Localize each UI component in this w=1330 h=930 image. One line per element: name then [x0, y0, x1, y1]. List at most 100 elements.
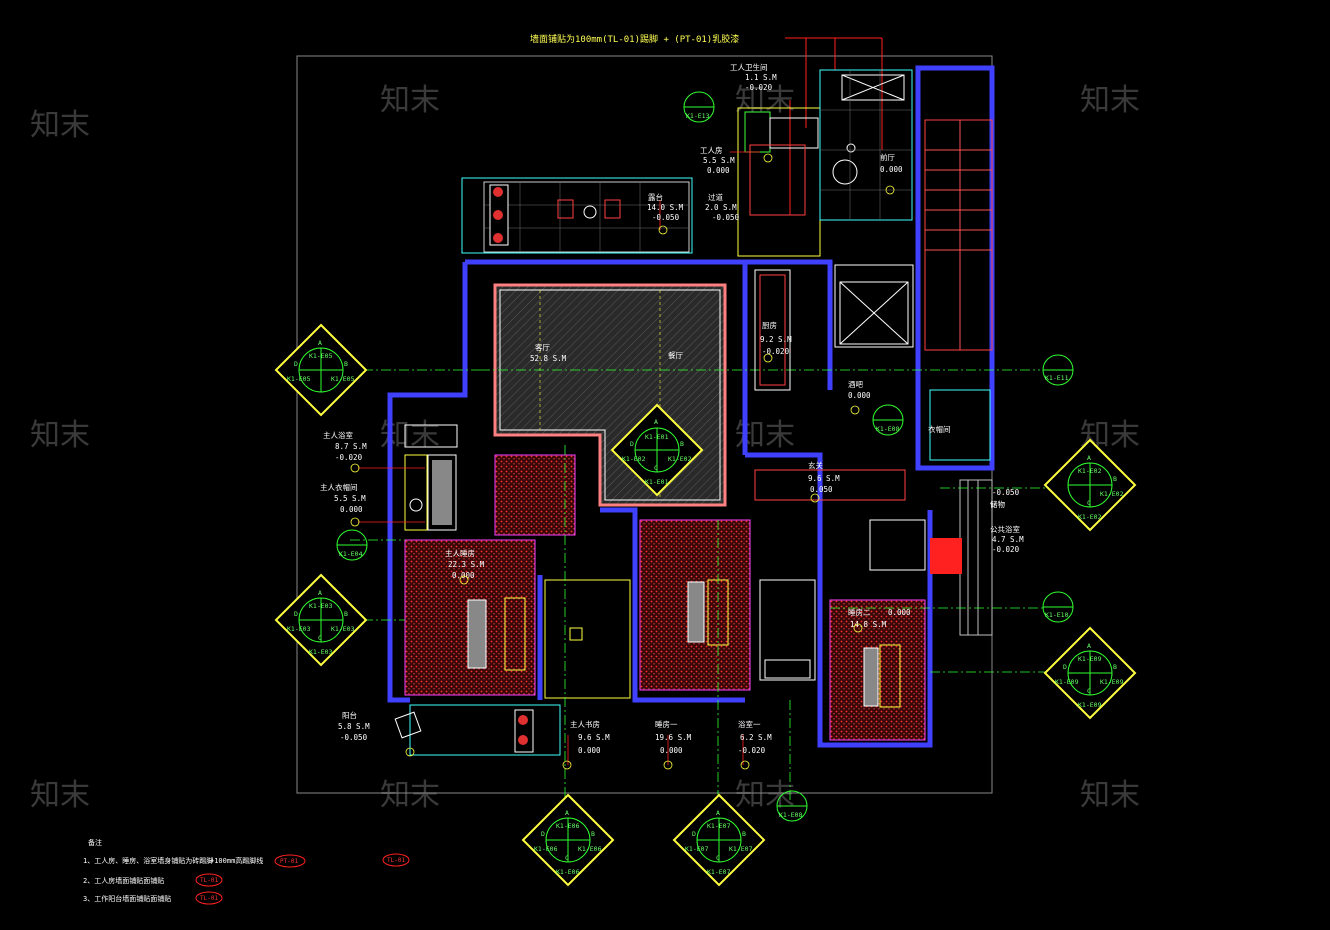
elevation-marker: A B C D K1-E09 K1-E09 K1-E09 K1-E09 — [1043, 626, 1137, 720]
marker-label: K1-E08 — [779, 811, 803, 819]
room-name: 主人睡房 — [445, 548, 475, 558]
room-level: -0.050 — [652, 213, 680, 222]
marker-letter: D — [541, 830, 545, 838]
room-labels: 工人卫生间 1.1 S.M -0.020 工人房 5.5 S.M 0.000 过… — [320, 62, 1024, 755]
terrace — [461, 177, 693, 254]
room-area: 4.7 S.M — [992, 535, 1024, 544]
room-name: 工人房 — [700, 145, 723, 155]
room-level: 0.000 — [340, 505, 363, 514]
leader-lines — [785, 37, 883, 215]
elevator-shafts — [832, 74, 914, 348]
marker-label: K1-E05 — [331, 375, 355, 383]
marker-letter: B — [591, 830, 595, 838]
marker-letter: D — [294, 360, 298, 368]
room-level: 0.000 — [707, 166, 730, 175]
room-level: -0.050 — [992, 488, 1020, 497]
bathrooms — [404, 269, 962, 681]
marker-label: K1-E02 — [622, 455, 646, 463]
marker-label: K1-E03 — [287, 625, 311, 633]
marker-label: K1-E07 — [707, 822, 731, 830]
room-area: 2.0 S.M — [705, 203, 737, 212]
marker-label: K1-E09 — [1100, 678, 1124, 686]
marker-letter: C — [654, 464, 658, 472]
room-level: -0.020 — [745, 83, 773, 92]
room-level: 0.000 — [660, 746, 683, 755]
marker-letter: A — [1087, 454, 1091, 462]
room-leaders — [358, 151, 760, 765]
marker-label: K1-E03 — [331, 625, 355, 633]
elevation-marker: A B C D K1-E03 K1-E03 K1-E03 K1-E03 — [274, 573, 368, 667]
room-name: 浴室一 — [738, 719, 761, 729]
note-extra: +100mm高踢脚线 — [210, 856, 263, 865]
service-area — [737, 69, 913, 257]
watermark-text: 知末 — [380, 83, 440, 118]
room-level: 0.050 — [810, 485, 833, 494]
marker-letter: A — [318, 589, 322, 597]
room-level: -0.020 — [992, 545, 1020, 554]
marker-label: K1-E01 — [645, 478, 669, 486]
marker-label: K1-E07 — [685, 845, 709, 853]
room-area: 6.2 S.M — [740, 733, 772, 742]
note-tag: TL-01 — [387, 857, 405, 864]
room-level: 0.000 — [848, 391, 871, 400]
room-area: 5.5 S.M — [334, 494, 366, 503]
note-tag: TL-01 — [200, 877, 218, 884]
watermark-text: 知末 — [735, 778, 795, 813]
marker-letter: C — [716, 854, 720, 862]
elevation-markers: A B C D K1-E01 K1-E02 K1-E01 K1-E02 A B … — [274, 323, 1137, 887]
stair-core — [915, 65, 995, 636]
elevation-marker: A B C K1-E02 K1-E02 K1-E02 — [1043, 438, 1137, 532]
room-name: 餐厅 — [668, 351, 683, 360]
note-line: 1、工人房、睡房、浴室墙身铺贴为砖踢脚 — [83, 856, 213, 865]
marker-letter: D — [1063, 663, 1067, 671]
room-area: 9.6 S.M — [578, 733, 610, 742]
room-name: 前厅 — [880, 152, 895, 162]
circle-marker: K1-E08 — [776, 790, 808, 822]
watermark-text: 知末 — [1080, 778, 1140, 813]
marker-label: K1-E03 — [309, 648, 333, 656]
room-level: -0.020 — [738, 746, 766, 755]
marker-letter: D — [294, 610, 298, 618]
room-level: -0.020 — [335, 453, 363, 462]
marker-letter: C — [1087, 687, 1091, 695]
marker-label: K1-E06 — [578, 845, 602, 853]
watermark-text: 知末 — [30, 418, 90, 453]
elevation-marker: A B C D K1-E06 K1-E06 K1-E06 K1-E06 — [521, 793, 615, 887]
marker-letter: A — [1087, 642, 1091, 650]
room-level: 0.000 — [880, 165, 903, 174]
marker-label: K1-E03 — [309, 602, 333, 610]
note-tag: TL-01 — [200, 895, 218, 902]
marker-label: K1-E02 — [668, 455, 692, 463]
room-area: 22.3 S.M — [448, 560, 485, 569]
marker-label: K1-E05 — [309, 352, 333, 360]
room-name: 玄关 — [808, 460, 823, 470]
marker-letter: B — [680, 440, 684, 448]
marker-label: K1-E07 — [707, 868, 731, 876]
marker-letter: C — [1087, 499, 1091, 507]
room-name: 过道 — [708, 192, 723, 202]
marker-letter: D — [630, 440, 634, 448]
marker-label: K1-E02 — [1100, 490, 1124, 498]
room-area: 14.8 S.M — [850, 620, 887, 629]
marker-letter: B — [1113, 475, 1117, 483]
room-area: 1.1 S.M — [745, 73, 777, 82]
room-name: 公共浴室 — [990, 524, 1020, 534]
marker-label: K1-E07 — [729, 845, 753, 853]
room-name: 酒吧 — [848, 380, 863, 389]
marker-label: K1-E08 — [876, 425, 900, 433]
room-area: 52.8 S.M — [530, 354, 567, 363]
elevation-marker: A B D K1-E05 K1-E05 K1-E05 — [274, 323, 368, 417]
circle-marker: K1-E10 — [1042, 591, 1074, 623]
watermarks: 知末 知末 知末 知末 知末 知末 知末 知末 知末 知末 知末 知末 — [30, 83, 1140, 813]
marker-letter: C — [565, 854, 569, 862]
circle-marker: K1-E08 — [872, 404, 904, 436]
marker-letter: A — [565, 809, 569, 817]
marker-label: K1-E09 — [1055, 678, 1079, 686]
room-name: 主人书房 — [570, 719, 600, 729]
watermark-text: 知末 — [30, 778, 90, 813]
circle-markers: K1-E13 K1-E04 K1-E11 K1-E10 K1-E08 K1-E0… — [336, 91, 1074, 822]
balcony — [394, 704, 561, 756]
notes-heading: 备注 — [88, 838, 102, 847]
room-name: 主人衣帽间 — [320, 482, 358, 492]
